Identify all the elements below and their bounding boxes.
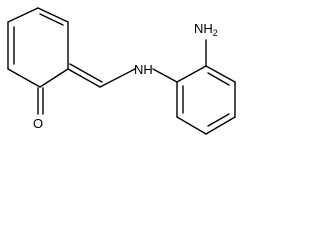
nh2-label: NH2 [194,21,218,38]
exocyclic-double-2 [69,63,103,83]
bond-r5-r6 [176,116,207,135]
exocyclic-bonds [37,63,136,115]
bond-c3-c4 [39,68,69,88]
nh-label: NH [134,62,153,77]
nh-to-ring-bond [152,68,178,83]
right-ring [176,39,236,135]
bond-r4-r5 [205,116,236,135]
aromatic-inner-1 [207,72,230,86]
bond-c4-c5 [7,68,41,88]
methine-to-nh-bond [99,68,136,88]
double-bond-top-right [39,13,64,26]
bond-r1-r2 [176,65,207,83]
exocyclic-double-1 [67,68,101,88]
structure-diagram: NH2 NH O [0,0,250,147]
molecule-svg: NH2 NH O [7,7,236,135]
left-ring [7,7,69,88]
bond-c6-c1 [7,7,39,23]
bond-c1-c2 [37,7,69,23]
bond-r2-r3 [205,65,236,83]
aromatic-inner-2 [207,113,230,127]
oxygen-label: O [33,116,43,131]
